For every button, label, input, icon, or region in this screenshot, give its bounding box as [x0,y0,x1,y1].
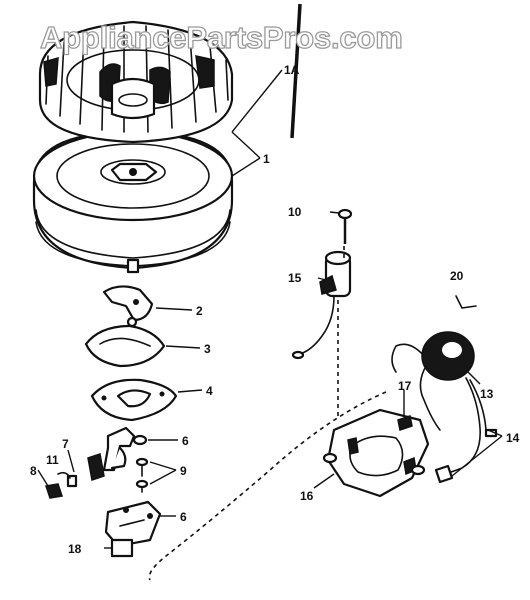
divider-bar [290,3,302,139]
callout-1a: 1A [284,63,300,77]
points-assembly [45,426,149,499]
part-6-bracket [104,500,162,548]
callout-13: 13 [480,387,494,401]
part-13-coil [391,331,475,431]
callout-10: 10 [288,205,302,219]
part-10-screw [337,208,353,244]
callout-3: 3 [204,342,211,356]
part-4-cam-plate [90,378,178,422]
part-2-key [102,285,154,322]
part-17-clip [397,415,413,431]
callout-6-upper: 6 [182,434,189,448]
part-18-clip [110,538,134,558]
part-15-condenser [291,250,352,360]
callout-2: 2 [196,304,203,318]
part-20-spring [455,295,477,309]
callout-17: 17 [398,379,412,393]
callout-6-lower: 6 [180,510,187,524]
callout-7: 7 [62,437,69,451]
callout-18: 18 [68,542,82,556]
callout-9: 9 [180,464,187,478]
flywheel [32,20,234,274]
watermark-text: AppliancePartsPros.com [40,20,403,55]
callout-15: 15 [288,271,302,285]
part-16-armature [322,408,430,498]
callout-14: 14 [506,431,520,445]
callout-11: 11 [46,453,59,467]
callout-1: 1 [263,152,270,166]
callout-16: 16 [300,489,314,503]
assembly-line-c [148,391,387,581]
part-3-plate [84,316,166,368]
callout-20: 20 [450,269,464,283]
callout-8: 8 [30,464,37,478]
leader-lines [37,69,503,549]
callout-4: 4 [206,384,213,398]
